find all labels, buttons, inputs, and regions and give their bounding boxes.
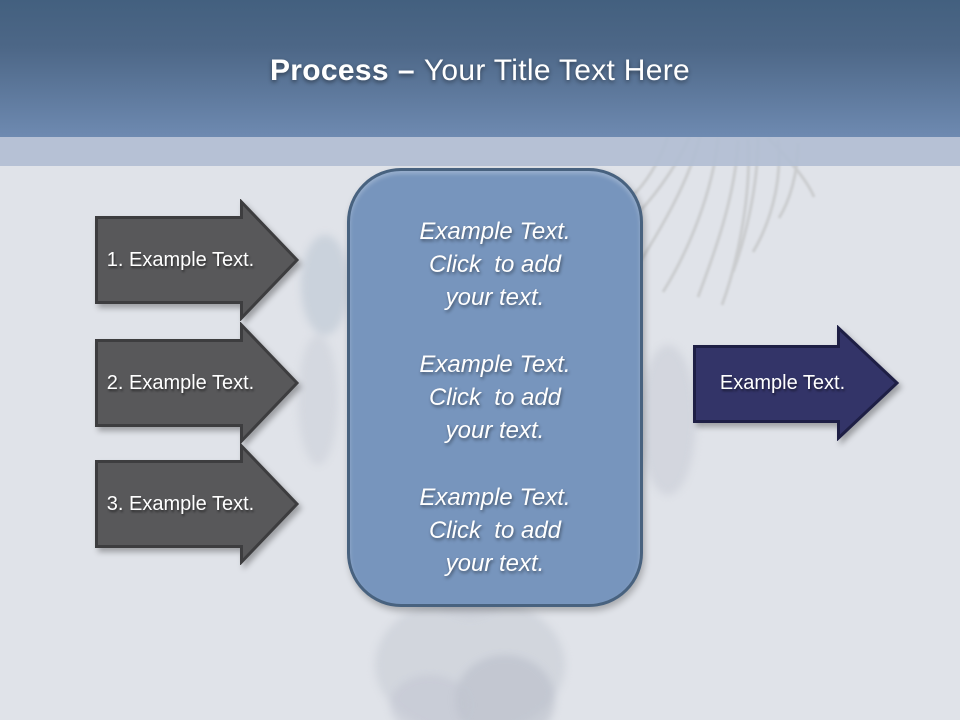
panel-text-line: Example Text. <box>419 351 571 378</box>
slide-title-dash: – <box>397 54 415 87</box>
panel-text-line: Example Text. <box>419 484 571 511</box>
panel-text-block-3: Example Text. Click to add your text. <box>350 481 640 580</box>
panel-text-line: Click to add <box>428 517 562 544</box>
process-output-arrow[interactable]: Example Text. <box>693 325 900 441</box>
right-arrow-shape-icon <box>95 443 300 565</box>
panel-text-line: Click to add <box>428 251 562 278</box>
panel-text-block-1: Example Text. Click to add your text. <box>350 215 640 314</box>
right-arrow-shape-icon <box>95 199 300 321</box>
process-step-1-label: 1. Example Text. <box>106 248 255 271</box>
process-step-2-arrow[interactable]: 2. Example Text. <box>95 322 300 444</box>
process-step-1-arrow[interactable]: 1. Example Text. <box>95 199 300 321</box>
panel-text-line: your text. <box>445 284 545 311</box>
panel-text-line: your text. <box>445 417 545 444</box>
process-step-2-label: 2. Example Text. <box>106 371 255 394</box>
right-arrow-shape-icon <box>95 322 300 444</box>
slide-title-rest: Your Title Text Here <box>423 54 690 87</box>
header-accent-band <box>0 137 960 166</box>
panel-text-line: Click to add <box>428 384 562 411</box>
right-arrow-shape-icon <box>693 325 900 441</box>
panel-text-block-2: Example Text. Click to add your text. <box>350 348 640 447</box>
process-output-label: Example Text. <box>719 371 846 394</box>
panel-text-line: your text. <box>445 550 545 577</box>
slide-title-bold: Process <box>269 54 389 87</box>
process-step-3-label: 3. Example Text. <box>106 492 255 515</box>
process-step-3-arrow[interactable]: 3. Example Text. <box>95 443 300 565</box>
slide-title[interactable]: Process–Your Title Text Here <box>0 54 960 88</box>
center-text-panel[interactable]: Example Text. Click to add your text. Ex… <box>347 168 643 607</box>
title-bar <box>0 0 960 137</box>
panel-text-line: Example Text. <box>419 218 571 245</box>
